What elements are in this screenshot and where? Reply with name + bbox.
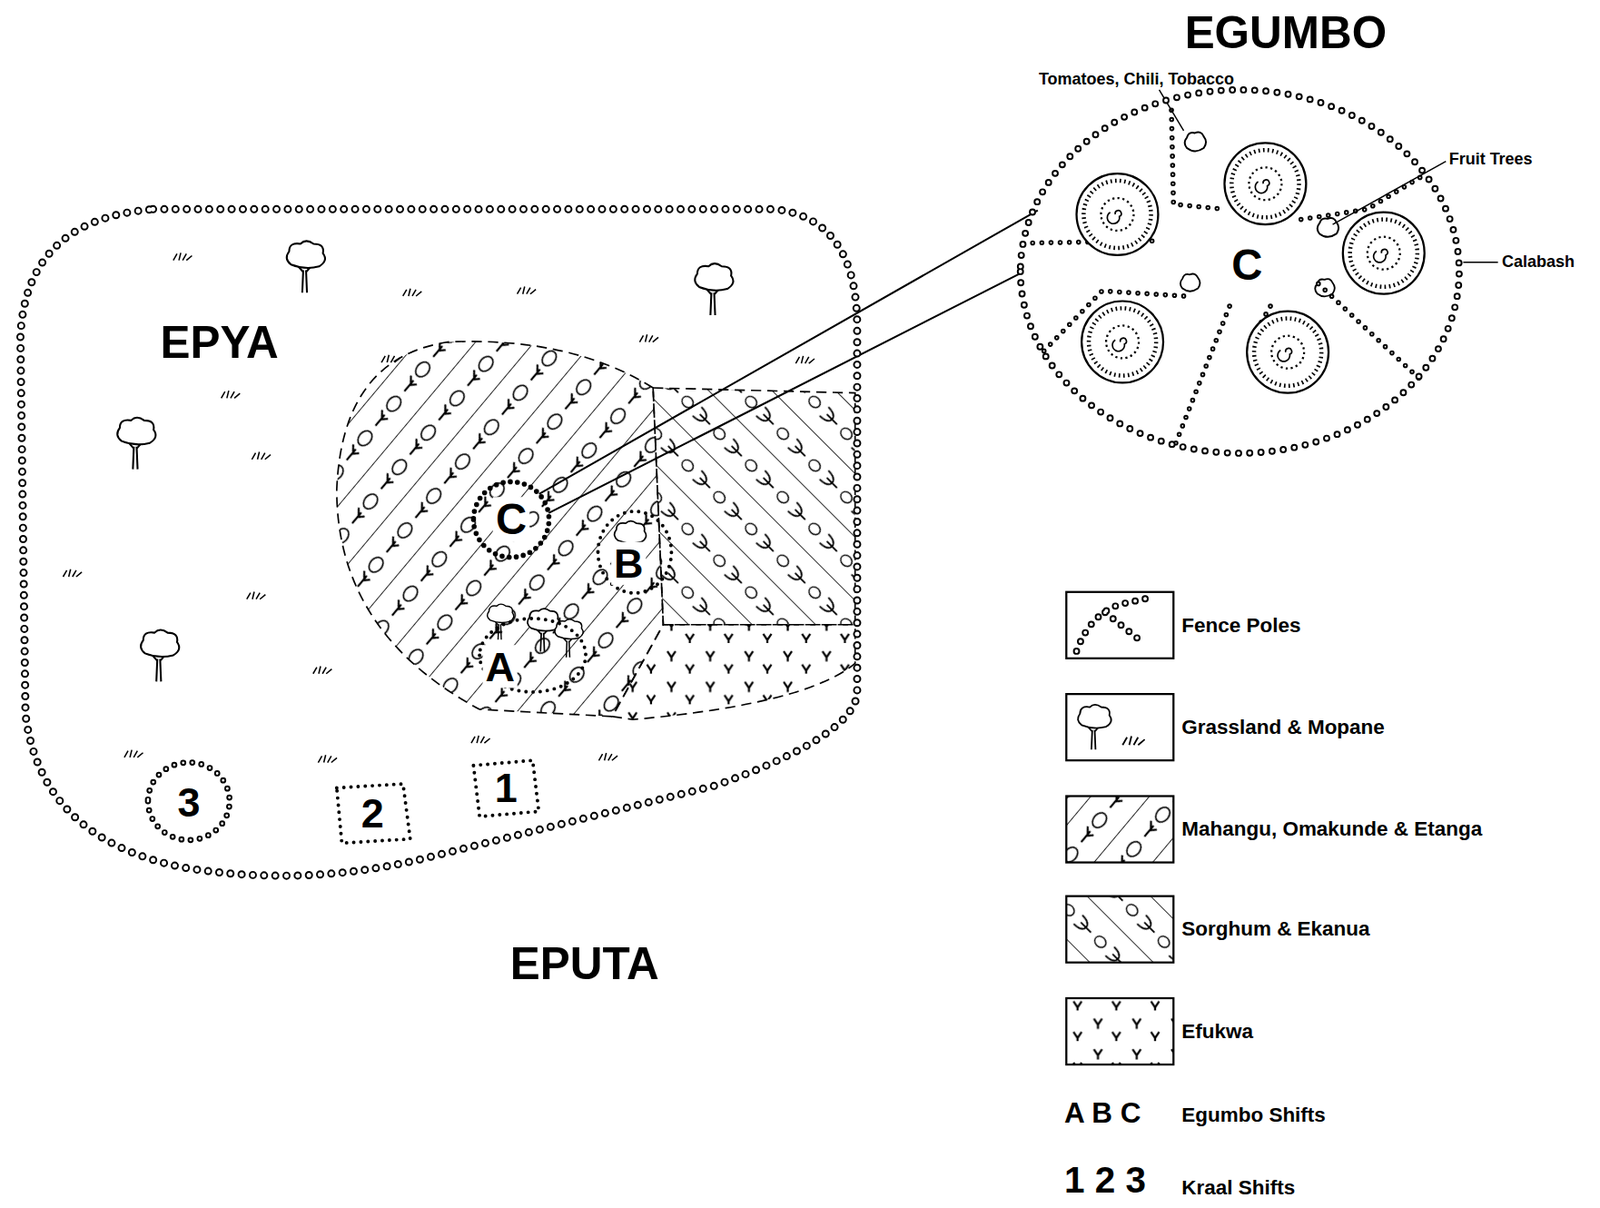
leader-lines: [1159, 89, 1499, 263]
kraal-shift: 2: [331, 780, 415, 848]
outline-group: [1020, 89, 1460, 454]
outline-group: [479, 618, 586, 692]
fence-poles: [148, 761, 230, 840]
fence-poles: [1173, 306, 1230, 449]
fence-poles: [148, 761, 230, 840]
hut: [1343, 212, 1425, 295]
area-label: EPUTA: [510, 940, 660, 986]
dotted-outline: [336, 783, 411, 843]
hut: [1081, 300, 1164, 383]
node-outline: [15, 198, 868, 893]
area-label: A: [482, 644, 518, 688]
fence-poles: [1171, 109, 1225, 209]
egumbo-bushes: [1180, 132, 1339, 297]
hut-thatch: [1106, 325, 1139, 358]
outline-group: [473, 481, 549, 557]
legend-text: Mahangu, Omakunde & Etanga: [1181, 818, 1482, 839]
hut-top: [1277, 347, 1292, 362]
area-label: EPYA: [160, 320, 279, 366]
egumbo-compound: [1032, 109, 1427, 449]
dotted-outline: [598, 511, 672, 593]
legend-text: Efukwa: [1181, 1020, 1254, 1041]
outline-group: [148, 761, 230, 840]
area-label: 2: [361, 792, 385, 834]
legend-symbols: A B C: [1064, 1098, 1141, 1127]
fence-poles: [1020, 89, 1460, 454]
hut-thatch: [1231, 149, 1299, 218]
fence-poles: [1318, 283, 1421, 380]
callout-label: Fruit Trees: [1449, 150, 1533, 168]
hut-thatch: [1088, 307, 1156, 376]
dotted-outline: [473, 481, 549, 557]
fence-poles: [1301, 173, 1427, 220]
egumbo-shift: A: [477, 616, 588, 694]
fence-poles: [1020, 89, 1460, 454]
dotted-outline: [479, 618, 586, 692]
legend-text: Kraal Shifts: [1181, 1176, 1295, 1197]
egumbo-shift: B: [595, 509, 673, 595]
hut-thatch: [1254, 318, 1322, 386]
grass: [62, 252, 814, 762]
area-label: C: [493, 496, 531, 542]
kraal-shift: 3: [146, 760, 232, 842]
area-label: 1: [494, 767, 518, 809]
fence-poles: [1076, 598, 1149, 652]
outline-group: [473, 760, 539, 817]
hut-top: [1254, 179, 1269, 194]
hut: [1224, 142, 1306, 225]
hut-thatch: [1350, 219, 1418, 287]
legend-text: Fence Poles: [1181, 613, 1301, 634]
hut-thatch: [1367, 237, 1401, 270]
callout-label: Tomatoes, Chili, Tobacco: [1038, 71, 1235, 89]
area-label: B: [611, 542, 647, 585]
zoom-connector: [539, 210, 1038, 514]
legend-text: Egumbo Shifts: [1181, 1104, 1326, 1125]
callout-label: Calabash: [1501, 254, 1575, 271]
hut-top: [1112, 337, 1126, 352]
outline-group: [336, 783, 411, 843]
fence-poles: [1173, 306, 1230, 449]
kraal-shift: 1: [469, 757, 544, 821]
fence-poles: [1076, 598, 1149, 652]
hut-thatch: [1100, 197, 1134, 231]
egumbo-shift: C: [471, 479, 552, 560]
outline-group: [598, 511, 672, 593]
fence-poles: [1318, 283, 1421, 380]
legend-samples: [1066, 592, 1174, 1065]
hut-top: [1373, 248, 1388, 263]
fence-poles: [1171, 109, 1225, 209]
hut-thatch: [1083, 180, 1151, 248]
fence-poles: [19, 208, 857, 876]
homestead-enclosure: EPYA C B A 3 2 1: [15, 198, 868, 893]
legend-text: Sorghum & Ekanua: [1181, 918, 1370, 939]
legend-symbols: 1 2 3: [1064, 1161, 1146, 1198]
area-label: 3: [177, 781, 200, 823]
fields: [336, 341, 856, 720]
fence-poles: [19, 208, 857, 876]
mopane-trees: [117, 240, 733, 682]
area-heading: EGUMBO: [1185, 9, 1387, 55]
legend-text: Grassland & Mopane: [1181, 716, 1385, 737]
hut-thatch: [1248, 167, 1282, 200]
outline-group: [19, 208, 857, 876]
hut-top: [1106, 210, 1121, 225]
hut: [1246, 311, 1329, 394]
hut: [1076, 173, 1159, 256]
dotted-outline: [473, 760, 539, 817]
hut-thatch: [1271, 335, 1304, 369]
area-label: C: [1231, 244, 1263, 287]
fence-poles: [1301, 173, 1427, 220]
